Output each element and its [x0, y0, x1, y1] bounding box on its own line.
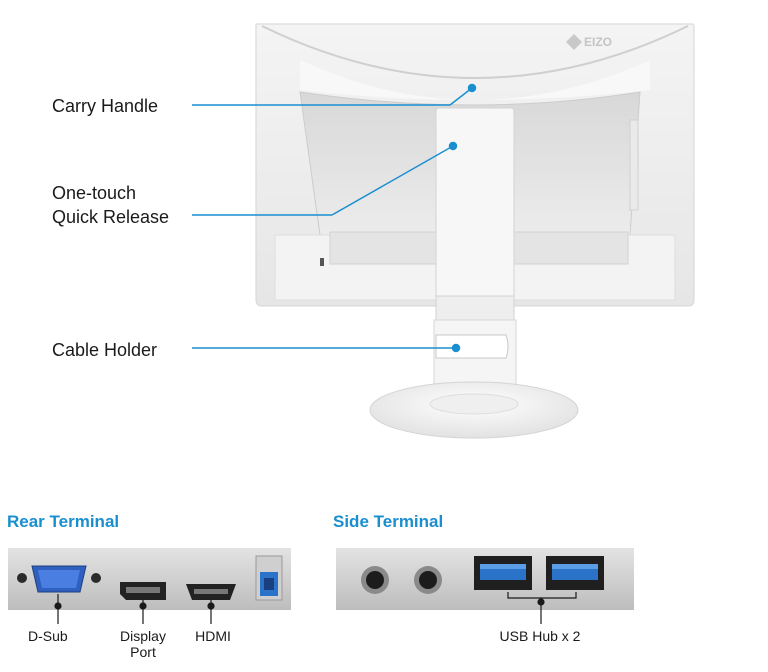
dsub-label: D-Sub: [28, 628, 68, 644]
eizo-logo: EIZO: [566, 34, 612, 50]
carry-handle-label: Carry Handle: [52, 96, 159, 116]
stand: [433, 107, 517, 401]
usb-b-port: [255, 555, 283, 601]
callout-lines: [192, 83, 477, 353]
rear-terminal-title: Rear Terminal: [7, 512, 120, 531]
usb-hub-label: USB Hub x 2: [499, 628, 581, 644]
dsub-port: [17, 565, 101, 593]
quick-release-dot: [448, 141, 458, 151]
displayport-label-line1: Display: [120, 628, 166, 644]
side-leader: [507, 592, 577, 624]
eizo-logo-text: EIZO: [584, 35, 612, 49]
quick-release-label-line1: One-touch: [52, 183, 137, 203]
displayport-port: [120, 582, 166, 600]
audio-jack-1: [361, 566, 389, 594]
hdmi-port: [186, 584, 236, 600]
displayport-label: Display Port: [112, 628, 174, 660]
stand-base: [369, 381, 579, 439]
side-terminal-title: Side Terminal: [333, 512, 444, 531]
displayport-label-line2: Port: [130, 644, 156, 660]
quick-release-label: One-touch Quick Release: [52, 181, 169, 229]
cable-holder-dot: [451, 343, 461, 353]
usb-a-port-2: [546, 556, 604, 590]
carry-handle-dot: [467, 83, 477, 93]
cable-holder-label: Cable Holder: [52, 340, 158, 360]
rear-leaders: [54, 594, 215, 624]
side-terminal-panel: [336, 548, 634, 610]
quick-release-label-line2: Quick Release: [52, 207, 170, 227]
usb-a-port-1: [474, 556, 532, 590]
hdmi-label: HDMI: [195, 628, 231, 644]
rear-terminal-panel: [8, 548, 291, 610]
audio-jack-2: [414, 566, 442, 594]
